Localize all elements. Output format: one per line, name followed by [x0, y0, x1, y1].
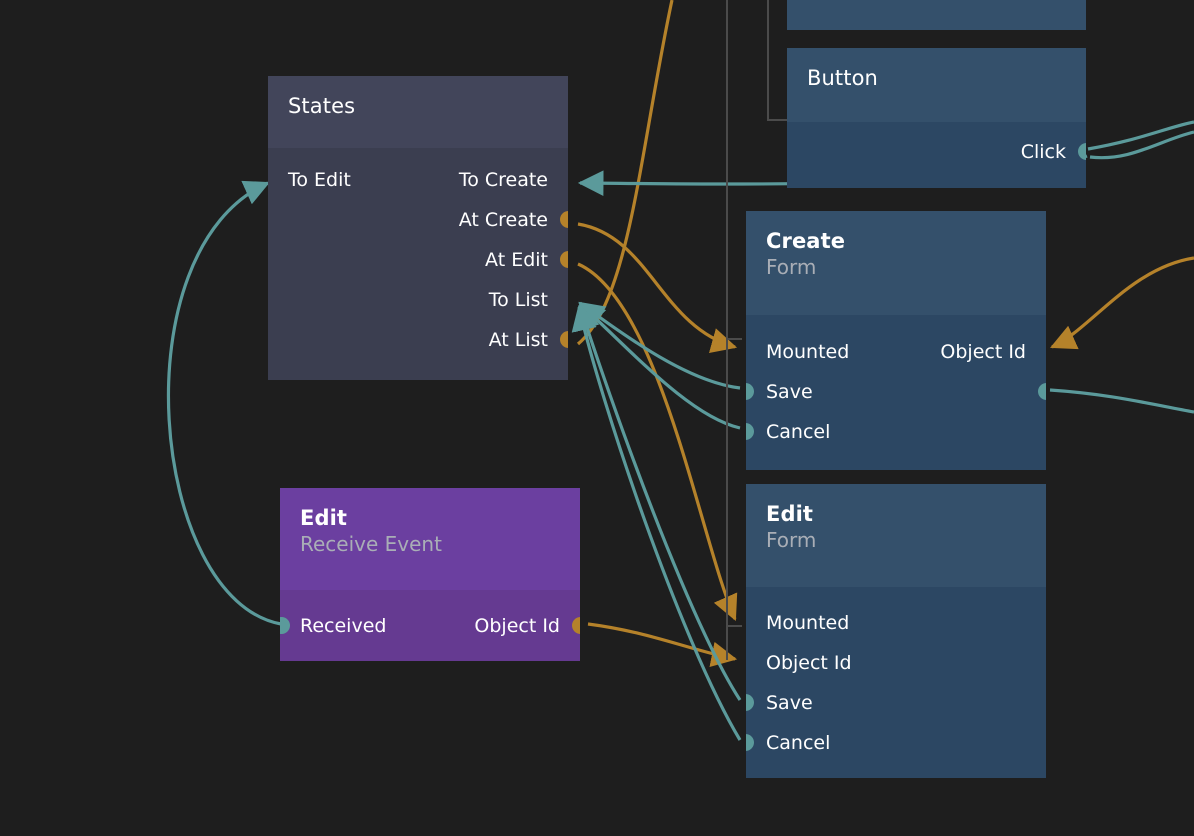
port-label-click: Click	[1020, 141, 1066, 163]
port-label-create-mounted: Mounted	[766, 341, 850, 363]
port-label-create-save: Save	[766, 381, 813, 403]
port-row-create-cancel[interactable]: Cancel	[746, 412, 1046, 452]
node-create-form-title: Create	[766, 229, 846, 253]
port-label-at-edit: At Edit	[485, 249, 548, 271]
port-row-to-list[interactable]: . To List	[268, 280, 568, 320]
wire-at-list-to-offscreen	[576, 0, 674, 346]
port-label-to-list: To List	[488, 289, 548, 311]
wire-at-create-to-create-mounted	[577, 222, 738, 353]
port-row-received-objectid[interactable]: Received Object Id	[280, 606, 580, 646]
group-guide-line-main	[726, 0, 728, 660]
port-label-to-create: To Create	[458, 169, 548, 191]
node-edit-form-subtitle: Form	[766, 527, 817, 552]
port-connector-edit-cancel[interactable]	[746, 734, 754, 751]
group-bracket-create	[726, 326, 742, 340]
node-states-body: To Edit To Create . At Create . At Edit …	[268, 148, 568, 380]
port-row-at-edit[interactable]: . At Edit	[268, 240, 568, 280]
port-label-at-create: At Create	[458, 209, 548, 231]
port-connector-create-save[interactable]	[746, 383, 754, 400]
port-connector-at-list[interactable]	[560, 331, 568, 348]
node-create-form-body: Mounted Object Id Save Cancel	[746, 315, 1046, 470]
port-label-edit-mounted: Mounted	[766, 612, 850, 634]
port-row-create-save[interactable]: Save	[746, 372, 1046, 412]
wire-offscreen-to-create-objectid	[1050, 256, 1194, 350]
port-label-received: Received	[300, 615, 387, 637]
node-edit-form-title: Edit	[766, 502, 814, 526]
port-connector-received[interactable]	[280, 617, 290, 634]
port-label-create-object-id: Object Id	[940, 341, 1026, 363]
node-create-form-subtitle: Form	[766, 254, 817, 279]
port-connector-create-cancel[interactable]	[746, 423, 754, 440]
node-button[interactable]: Button . Click	[787, 48, 1086, 188]
node-edit-event-body: Received Object Id	[280, 590, 580, 661]
port-label-at-list: At List	[488, 329, 548, 351]
node-states-title: States	[288, 94, 356, 118]
node-states[interactable]: States To Edit To Create . At Create . A…	[268, 76, 568, 380]
node-edit-receive-event[interactable]: Edit Receive Event Received Object Id	[280, 488, 580, 661]
node-edit-event-title: Edit	[300, 506, 348, 530]
port-connector-at-create[interactable]	[560, 211, 568, 228]
port-connector-edit-save[interactable]	[746, 694, 754, 711]
node-create-form[interactable]: Create Form Mounted Object Id Save Cance…	[746, 211, 1046, 470]
node-edit-form-header: Edit Form	[746, 484, 1046, 587]
wire-edit-cancel-to-to-list	[571, 304, 742, 741]
node-partial-top[interactable]	[787, 0, 1086, 30]
port-row-edit-objectid[interactable]: Object Id	[746, 643, 1046, 683]
wire-event-objectid-to-edit-objectid	[587, 622, 738, 667]
port-row-edit-mounted[interactable]: Mounted	[746, 603, 1046, 643]
node-states-header: States	[268, 76, 568, 148]
node-partial-top-header	[787, 0, 1086, 30]
port-label-to-edit: To Edit	[288, 169, 351, 191]
node-edit-form-body: Mounted Object Id Save Cancel	[746, 587, 1046, 778]
node-edit-event-header: Edit Receive Event	[280, 488, 580, 590]
port-connector-at-edit[interactable]	[560, 251, 568, 268]
port-label-create-cancel: Cancel	[766, 421, 831, 443]
port-row-edit-save[interactable]: Save	[746, 683, 1046, 723]
node-button-header: Button	[787, 48, 1086, 122]
group-bracket-edit	[726, 560, 742, 627]
port-row-mounted-objectid[interactable]: Mounted Object Id	[746, 332, 1046, 372]
node-button-body: . Click	[787, 122, 1086, 188]
wire-click-to-offscreen	[1089, 130, 1194, 160]
port-label-edit-object-id: Object Id	[766, 652, 852, 674]
port-connector-event-object-id[interactable]	[572, 617, 580, 634]
node-button-title: Button	[807, 66, 878, 90]
port-label-event-object-id: Object Id	[474, 615, 560, 637]
port-connector-create-out-event[interactable]	[1038, 383, 1046, 400]
wire-create-cancel-to-to-list	[578, 302, 741, 430]
wire-create-out-to-offscreen	[1049, 388, 1194, 414]
wire-offscreen-upper-teal	[1087, 120, 1194, 151]
wire-at-edit-to-edit-mounted	[577, 262, 738, 621]
port-row-to-edit-to-create[interactable]: To Edit To Create	[268, 160, 568, 200]
port-row-at-create[interactable]: . At Create	[268, 200, 568, 240]
port-row-edit-cancel[interactable]: Cancel	[746, 723, 1046, 763]
wire-received-to-to-edit	[166, 180, 282, 626]
port-row-at-list[interactable]: . At List	[268, 320, 568, 360]
port-connector-click[interactable]	[1078, 143, 1086, 160]
node-edit-event-subtitle: Receive Event	[300, 531, 442, 556]
port-row-click[interactable]: . Click	[787, 132, 1086, 172]
port-label-edit-cancel: Cancel	[766, 732, 831, 754]
node-edit-form[interactable]: Edit Form Mounted Object Id Save Cancel	[746, 484, 1046, 778]
wire-edit-save-to-to-list	[574, 303, 742, 701]
wire-create-save-to-to-list	[578, 301, 741, 390]
node-create-form-header: Create Form	[746, 211, 1046, 315]
group-bracket-button	[767, 0, 790, 121]
port-label-edit-save: Save	[766, 692, 813, 714]
